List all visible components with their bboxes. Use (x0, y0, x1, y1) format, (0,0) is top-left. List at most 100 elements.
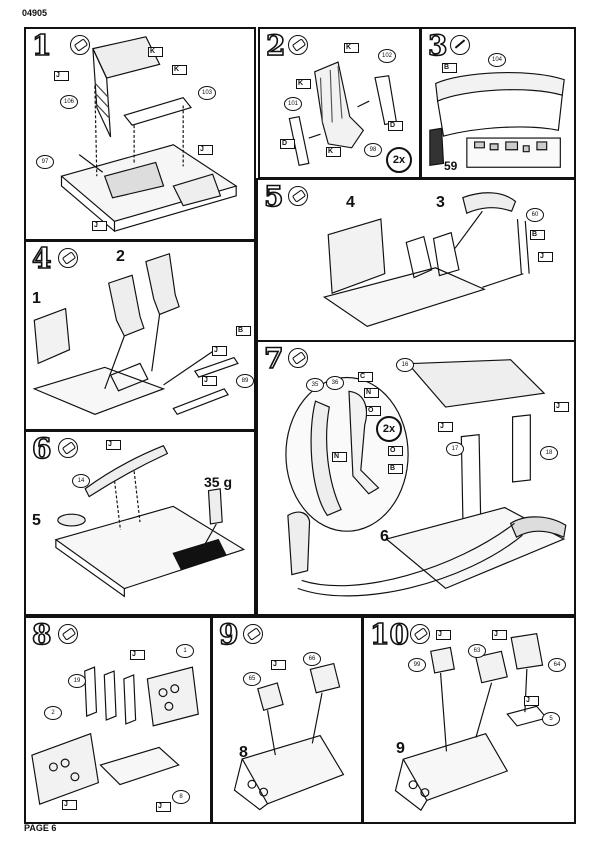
step-number: 2 (265, 29, 286, 62)
tag-k: K (172, 65, 187, 75)
weight-label: 35 g (204, 474, 233, 490)
tag-j: J (198, 145, 213, 155)
part-2-label: 2 (44, 706, 62, 720)
part-9-label: 9 (396, 740, 405, 757)
tag-j: J (538, 252, 553, 262)
step-number: 8 (31, 618, 52, 651)
tag-o: O (366, 406, 381, 416)
tag-n: N (332, 452, 347, 462)
page-code: 04905 (22, 8, 48, 18)
part-5-label: 5 (542, 712, 560, 726)
tag-b: B (388, 464, 403, 474)
part-8-label: 8 (239, 744, 248, 761)
tag-j: J (54, 71, 69, 81)
step-9-panel: 9 65 66 8 J (211, 616, 363, 824)
tag-j: J (106, 440, 121, 450)
part-17-label: 17 (446, 442, 464, 456)
part-16-label: 16 (396, 358, 414, 372)
part-64-label: 64 (548, 658, 566, 672)
part-101-label: 101 (284, 97, 302, 111)
tag-k: K (344, 43, 359, 53)
part-104-label: 104 (488, 53, 506, 67)
glue-icon (288, 348, 308, 368)
paint-59-label: 59 (444, 159, 458, 173)
part-35-label: 35 (306, 378, 324, 392)
step-8-drawing (31, 666, 199, 805)
step-number: 10 (369, 618, 410, 651)
page-footer: PAGE 6 (24, 823, 57, 833)
glue-icon (410, 624, 430, 644)
step-5-panel: 5 4 3 60 B J (256, 178, 576, 342)
quantity-badge: 2x (386, 147, 412, 173)
tag-b: B (530, 230, 545, 240)
glue-icon (288, 35, 308, 55)
tag-k: K (296, 79, 311, 89)
part-36-label: 36 (326, 376, 344, 390)
tag-b: B (442, 63, 457, 73)
part-89-label: 89 (236, 374, 254, 388)
part-4-label: 4 (346, 194, 355, 211)
step-6-drawing (54, 444, 246, 598)
step-2-panel: 2 102 101 98 2x K K D K D (258, 27, 421, 179)
part-65-label: 65 (243, 672, 261, 686)
tag-j: J (62, 800, 77, 810)
part-103-label: 103 (198, 86, 216, 100)
tag-j: J (492, 630, 507, 640)
part-66-label: 66 (303, 652, 321, 666)
tag-j: J (271, 660, 286, 670)
step-number: 1 (31, 29, 52, 62)
part-8-label: 8 (172, 790, 190, 804)
part-99-label: 99 (408, 658, 426, 672)
step-5-drawing (322, 192, 530, 327)
glue-icon (70, 35, 90, 55)
step-number: 3 (427, 29, 448, 62)
part-19-label: 19 (68, 674, 86, 688)
tag-j: J (554, 402, 569, 412)
tag-k: K (326, 147, 341, 157)
part-3-label: 3 (436, 194, 445, 211)
step-number: 9 (218, 618, 239, 651)
step-3-panel: 3 104 59 B (420, 27, 576, 179)
tag-d: D (388, 121, 403, 131)
tag-j: J (212, 346, 227, 356)
step-number: 6 (31, 432, 52, 465)
tag-k: K (148, 47, 163, 57)
glue-icon (58, 624, 78, 644)
step-3-drawing (429, 71, 565, 168)
part-98-label: 98 (364, 143, 382, 157)
step-1-panel: 1 106 103 97 J K K J J (24, 27, 256, 241)
glue-icon (288, 186, 308, 206)
step-number: 5 (263, 180, 284, 213)
glue-icon (243, 624, 263, 644)
step-4-drawing (32, 252, 239, 416)
tag-j: J (436, 630, 451, 640)
part-6-label: 6 (380, 528, 389, 545)
step-1-drawing (60, 36, 238, 233)
paint-icon (450, 35, 470, 55)
tag-n: N (364, 388, 379, 398)
tag-j: J (524, 696, 539, 706)
tag-j: J (438, 422, 453, 432)
tag-j: J (92, 221, 107, 231)
part-102-label: 102 (378, 49, 396, 63)
step-10-panel: 10 99 63 64 5 9 J J J (362, 616, 576, 824)
part-2-label: 2 (116, 248, 125, 265)
step-8-panel: 8 1 19 2 8 J J J (24, 616, 212, 824)
step-9-drawing (233, 662, 345, 811)
part-63-label: 63 (468, 644, 486, 658)
part-106-label: 106 (60, 95, 78, 109)
tag-j: J (130, 650, 145, 660)
tag-c: C (358, 372, 373, 382)
part-1-label: 1 (32, 290, 41, 307)
step-number: 7 (263, 342, 284, 375)
glue-icon (58, 438, 78, 458)
tag-o: O (388, 446, 403, 456)
part-60-label: 60 (526, 208, 544, 222)
tag-d: D (280, 139, 295, 149)
tag-j: J (156, 802, 171, 812)
part-1-label: 1 (176, 644, 194, 658)
tag-j: J (202, 376, 217, 386)
step-4-panel: 4 1 2 89 B J J (24, 240, 256, 431)
part-5-label: 5 (32, 512, 41, 529)
tag-b: B (236, 326, 251, 336)
